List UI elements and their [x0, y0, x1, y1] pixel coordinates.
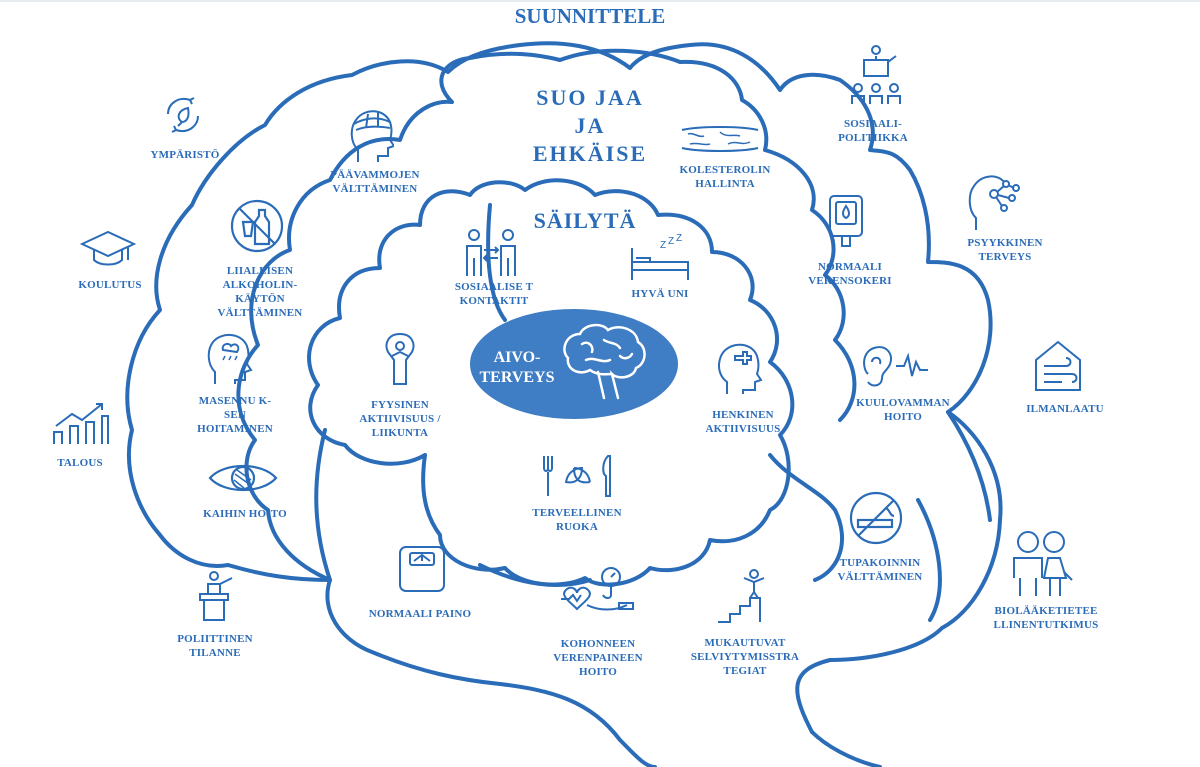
inner-item-label: FYYSINEN AKTIIVISUUS / LIIKUNTA: [340, 398, 460, 440]
graduation-cap-icon: [80, 228, 136, 268]
head-network-icon: [968, 170, 1022, 232]
blood-pressure-icon: [555, 565, 635, 627]
rain-head-icon: [205, 330, 253, 386]
no-alcohol-icon: [229, 198, 285, 254]
eye-icon: [208, 460, 278, 496]
outer-item-label: KOULUTUS: [60, 278, 160, 292]
middle-item-label: NORMAALI PAINO: [360, 607, 480, 621]
ear-sound-icon: [858, 344, 930, 388]
glucose-meter-icon: [828, 194, 864, 248]
middle-item-label: KAIHIN HOITO: [190, 507, 300, 521]
center-label: AIVO- TERVEYS: [462, 348, 572, 388]
exercise-person-icon: [380, 330, 420, 386]
bed-sleep-icon: Z Z Z: [628, 234, 692, 282]
brain-stem-path: [812, 732, 880, 767]
middle-item-label: KOHONNEEN VERENPAINEEN HOITO: [538, 637, 658, 679]
artery-icon: [680, 124, 760, 154]
outer-item-label: TALOUS: [40, 456, 120, 470]
bandaged-head-icon: [348, 106, 394, 164]
no-smoking-icon: [848, 490, 904, 546]
outer-item-label: POLIITTINEN TILANNE: [160, 632, 270, 660]
middle-item-label: KOLESTEROLIN HALLINTA: [660, 163, 790, 191]
inner-item-label: SOSIAALISE T KONTAKTIT: [434, 280, 554, 308]
middle-item-label: KUULOVAMMAN HOITO: [838, 396, 968, 424]
middle-item-label: LIIALLISEN ALKOHOLIN- KÄYTÖN VÄLTTÄMINEN: [205, 264, 315, 320]
inner-item-label: HYVÄ UNI: [610, 287, 710, 301]
outer-item-label: ILMANLAATU: [1010, 402, 1120, 416]
growth-chart-icon: [52, 402, 110, 446]
recycle-leaf-icon: [162, 94, 204, 136]
middle-item-label: TUPAKOINNIN VÄLTTÄMINEN: [820, 556, 940, 584]
house-air-icon: [1032, 338, 1084, 392]
svg-text:Z: Z: [668, 236, 674, 247]
people-exchange-icon: [462, 228, 520, 278]
svg-text:Z: Z: [676, 234, 682, 244]
middle-item-label: NORMAALI VERENSOKERI: [790, 260, 910, 288]
outer-item-label: PSYYKKINEN TERVEYS: [950, 236, 1060, 264]
heading-suunnittele: SUUNNITTELE: [430, 4, 750, 29]
outer-item-label: SOSIAALI- POLITIIKKA: [818, 117, 928, 145]
speaker-audience-icon: [850, 44, 902, 110]
podium-speaker-icon: [196, 570, 236, 622]
stairs-person-icon: [716, 568, 782, 624]
outer-item-label: YMPÄRISTÖ: [130, 148, 240, 162]
scale-icon: [398, 545, 446, 593]
svg-text:Z: Z: [660, 240, 666, 251]
fork-leaf-knife-icon: [538, 454, 618, 498]
head-medical-icon: [713, 338, 763, 396]
gyrus-1: [316, 430, 330, 580]
brain-icon: [558, 320, 648, 400]
inner-item-label: TERVEELLINEN RUOKA: [522, 506, 632, 534]
middle-item-label: MASENNU K- SEN HOITAMINEN: [180, 394, 290, 436]
middle-item-label: MUKAUTUVAT SELVIYTYMISSTRA TEGIAT: [670, 636, 820, 678]
middle-item-label: PÄÄVAMMOJEN VÄLTTÄMINEN: [310, 168, 440, 196]
researchers-icon: [1008, 528, 1074, 598]
heading-suojaa-ja-ehkaise: SUO JAA JA EHKÄISE: [500, 84, 680, 168]
heading-sailyta: SÄILYTÄ: [520, 208, 650, 234]
inner-item-label: HENKINEN AKTIIVISUUS: [688, 408, 798, 436]
outer-item-label: BIOLÄÄKETIETEE LLINENTUTKIMUS: [976, 604, 1116, 632]
